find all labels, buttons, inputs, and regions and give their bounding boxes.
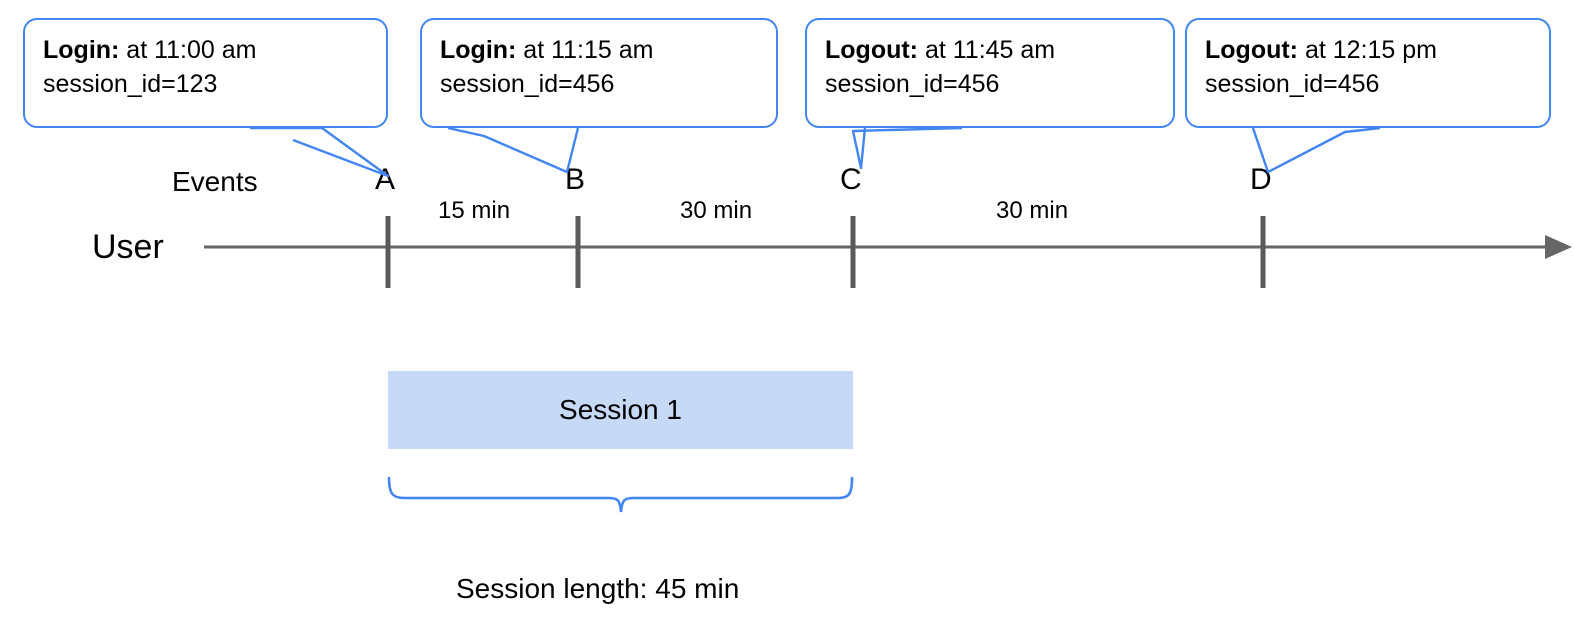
session-bar-1: Session 1	[388, 371, 853, 449]
gap-label-b-c: 30 min	[680, 197, 753, 224]
event-marker-label-a: A	[375, 163, 396, 196]
callout-c-detail: at 11:45 am	[918, 36, 1056, 64]
session-brace-icon	[387, 476, 854, 513]
callout-d-detail: at 12:15 pm	[1298, 36, 1437, 64]
callout-a-session: session_id=123	[43, 69, 218, 98]
callout-b-event-type: Login:	[440, 36, 517, 64]
callout-b-line1: Login: at 11:15 am	[440, 34, 758, 68]
row-label-user: User	[92, 228, 164, 266]
callout-d-event-type: Logout:	[1205, 36, 1299, 64]
callout-a-event-type: Login:	[43, 36, 120, 64]
callout-c-event-type: Logout:	[825, 36, 919, 64]
callout-a-detail: at 11:00 am	[119, 36, 257, 64]
session-bar-label: Session 1	[559, 394, 682, 425]
callout-c-session: session_id=456	[825, 69, 1000, 98]
row-label-events: Events	[172, 166, 258, 197]
callout-b-detail: at 11:15 am	[516, 36, 654, 64]
gap-label-c-d: 30 min	[996, 197, 1069, 224]
session-length-caption: Session length: 45 min	[456, 573, 740, 604]
callout-logout-d: Logout: at 12:15 pm session_id=456	[1185, 18, 1551, 128]
callout-tail-c-icon	[851, 126, 963, 170]
callout-d-line1: Logout: at 12:15 pm	[1205, 34, 1531, 68]
callout-login-a: Login: at 11:00 am session_id=123	[23, 18, 388, 128]
callout-c-line1: Logout: at 11:45 am	[825, 34, 1155, 68]
event-marker-label-d: D	[1250, 163, 1272, 196]
callout-d-session: session_id=456	[1205, 69, 1380, 98]
callout-tail-a-icon	[250, 126, 390, 178]
event-marker-label-b: B	[565, 163, 586, 196]
event-marker-label-c: C	[840, 163, 862, 196]
callout-tail-d-icon	[1251, 126, 1381, 174]
callout-logout-c: Logout: at 11:45 am session_id=456	[805, 18, 1175, 128]
callout-tail-b-icon	[447, 126, 580, 174]
callout-a-line1: Login: at 11:00 am	[43, 34, 368, 68]
callout-login-b: Login: at 11:15 am session_id=456	[420, 18, 778, 128]
callout-b-session: session_id=456	[440, 69, 615, 98]
gap-label-a-b: 15 min	[438, 197, 511, 224]
